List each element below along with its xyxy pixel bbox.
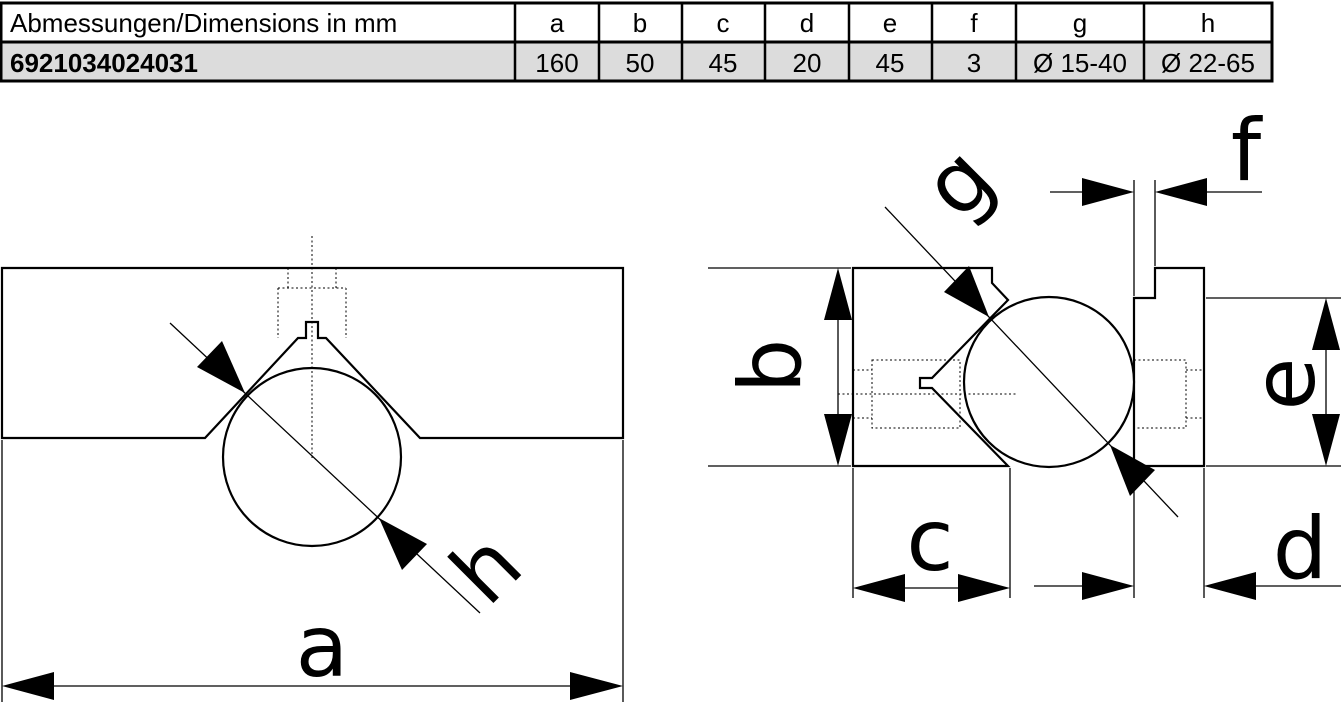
table-col-a: a: [550, 8, 565, 38]
label-e: e: [1235, 358, 1335, 411]
table-value-row-bg: [1, 43, 1272, 81]
dimension-c: [852, 468, 1011, 602]
hidden-screw-lines: [277, 236, 347, 458]
clamp-body-outline: [0, 266, 625, 440]
table-val-c: 45: [709, 48, 738, 78]
table-col-b: b: [633, 8, 647, 38]
right-jaw-outline: [1132, 266, 1206, 468]
table-col-d: d: [800, 8, 814, 38]
label-f: f: [1231, 101, 1263, 201]
dimension-h: [169, 322, 481, 614]
table-col-f: f: [970, 8, 978, 38]
table-header-label: Abmessungen/Dimensions in mm: [10, 8, 397, 38]
table-col-g: g: [1073, 8, 1087, 38]
left-jaw-outline: [851, 266, 1011, 468]
label-b: b: [721, 339, 821, 394]
dimension-d: [1034, 468, 1341, 600]
table-col-e: e: [883, 8, 897, 38]
label-g: g: [904, 128, 1013, 237]
dimension-b: [708, 267, 852, 467]
dimension-e: [1206, 297, 1341, 467]
hidden-screw-lines-side: [838, 359, 1204, 429]
side-view: g b e c: [708, 101, 1341, 602]
table-column-dividers: [513, 3, 1146, 81]
label-c: c: [906, 491, 953, 591]
front-view: h a: [0, 236, 625, 702]
dimension-f: [1050, 178, 1262, 296]
table-col-c: c: [717, 8, 730, 38]
dimension-a: [1, 440, 624, 702]
table-val-b: 50: [626, 48, 655, 78]
table-val-a: 160: [535, 48, 578, 78]
pipe-circle-small: [962, 295, 1136, 469]
table-col-h: h: [1201, 8, 1215, 38]
table-val-g: Ø 15-40: [1033, 48, 1127, 78]
label-a: a: [296, 597, 349, 697]
table-val-h: Ø 22-65: [1161, 48, 1255, 78]
dimension-table: Abmessungen/Dimensions in mm 69210340240…: [0, 1, 1274, 83]
table-val-e: 45: [876, 48, 905, 78]
table-val-d: 20: [793, 48, 822, 78]
label-d: d: [1273, 499, 1328, 599]
dimension-g: [884, 206, 1179, 518]
table-val-f: 3: [967, 48, 981, 78]
table-part-number: 6921034024031: [10, 48, 198, 78]
label-h: h: [432, 514, 541, 623]
